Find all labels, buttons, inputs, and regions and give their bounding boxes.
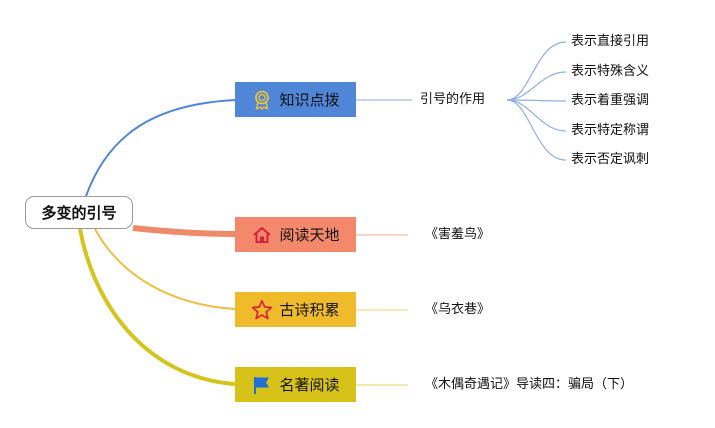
link-sub-5 xyxy=(506,99,567,161)
branch-label: 古诗积累 xyxy=(279,301,340,319)
link-root-b1 xyxy=(85,99,236,197)
sub-item-specific-title[interactable]: 表示特定称谓 xyxy=(571,123,650,138)
branch-label: 阅读天地 xyxy=(279,226,340,244)
branch-poetry[interactable]: 古诗积累 xyxy=(235,292,356,327)
star-icon xyxy=(251,299,273,321)
leaf-quote-functions[interactable]: 引号的作用 xyxy=(420,92,486,107)
flag-icon xyxy=(251,374,273,396)
link-root-b2 xyxy=(132,225,236,237)
link-sub-4 xyxy=(506,99,567,132)
branch-classics[interactable]: 名著阅读 xyxy=(235,367,356,402)
link-sub-2 xyxy=(506,71,567,101)
root-topic[interactable]: 多变的引号 xyxy=(25,196,133,229)
branch-reading[interactable]: 阅读天地 xyxy=(235,217,356,252)
sub-item-irony[interactable]: 表示否定讽刺 xyxy=(571,152,650,167)
sub-item-emphasis[interactable]: 表示着重强调 xyxy=(571,93,650,108)
leaf-pinocchio-guide[interactable]: 《木偶奇遇记》导读四：骗局（下） xyxy=(425,377,634,392)
root-label: 多变的引号 xyxy=(41,204,117,222)
branch-label: 名著阅读 xyxy=(279,376,340,394)
award-badge-icon xyxy=(251,89,273,111)
branch-knowledge[interactable]: 知识点拨 xyxy=(235,82,356,117)
leaf-wuyi-lane[interactable]: 《乌衣巷》 xyxy=(425,302,491,317)
link-root-b4 xyxy=(78,228,236,386)
link-root-b3 xyxy=(94,228,236,310)
branch-label: 知识点拨 xyxy=(279,91,340,109)
link-sub-3 xyxy=(506,99,567,102)
sub-item-direct-quote[interactable]: 表示直接引用 xyxy=(571,34,650,49)
sub-item-special-meaning[interactable]: 表示特殊含义 xyxy=(571,64,650,79)
house-icon xyxy=(251,224,273,246)
link-sub-1 xyxy=(506,41,567,101)
leaf-shy-bird[interactable]: 《害羞鸟》 xyxy=(425,227,491,242)
